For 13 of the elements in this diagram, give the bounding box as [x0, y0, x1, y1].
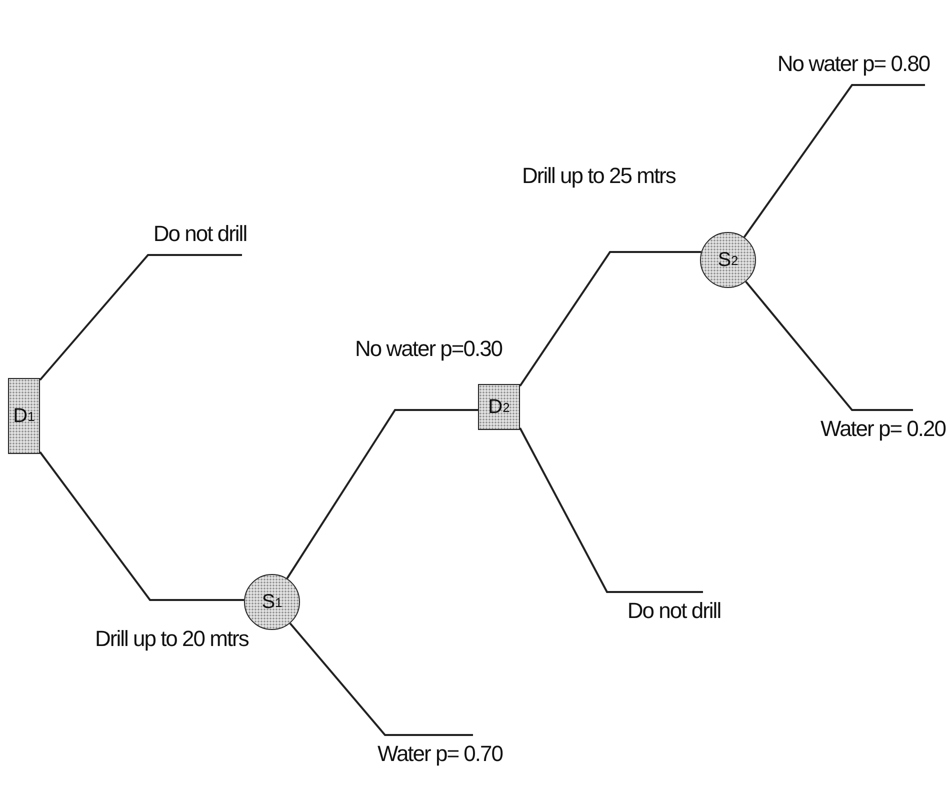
outcome-text: Water p= 0.20 — [818, 410, 948, 460]
branch-line — [743, 84, 925, 238]
outcome-text: Do not drill — [610, 592, 738, 642]
branch-line — [289, 622, 473, 736]
branch-line — [286, 409, 478, 579]
outcome-text: Water p= 0.70 — [372, 735, 508, 785]
branch-line — [519, 251, 702, 387]
outcome-text: No water p= 0.80 — [762, 40, 945, 85]
outcome-text: Do not drill — [138, 205, 262, 255]
branch-line — [519, 428, 703, 593]
branch-line — [745, 280, 913, 411]
branch-line — [39, 254, 242, 381]
branch-line — [39, 451, 244, 601]
